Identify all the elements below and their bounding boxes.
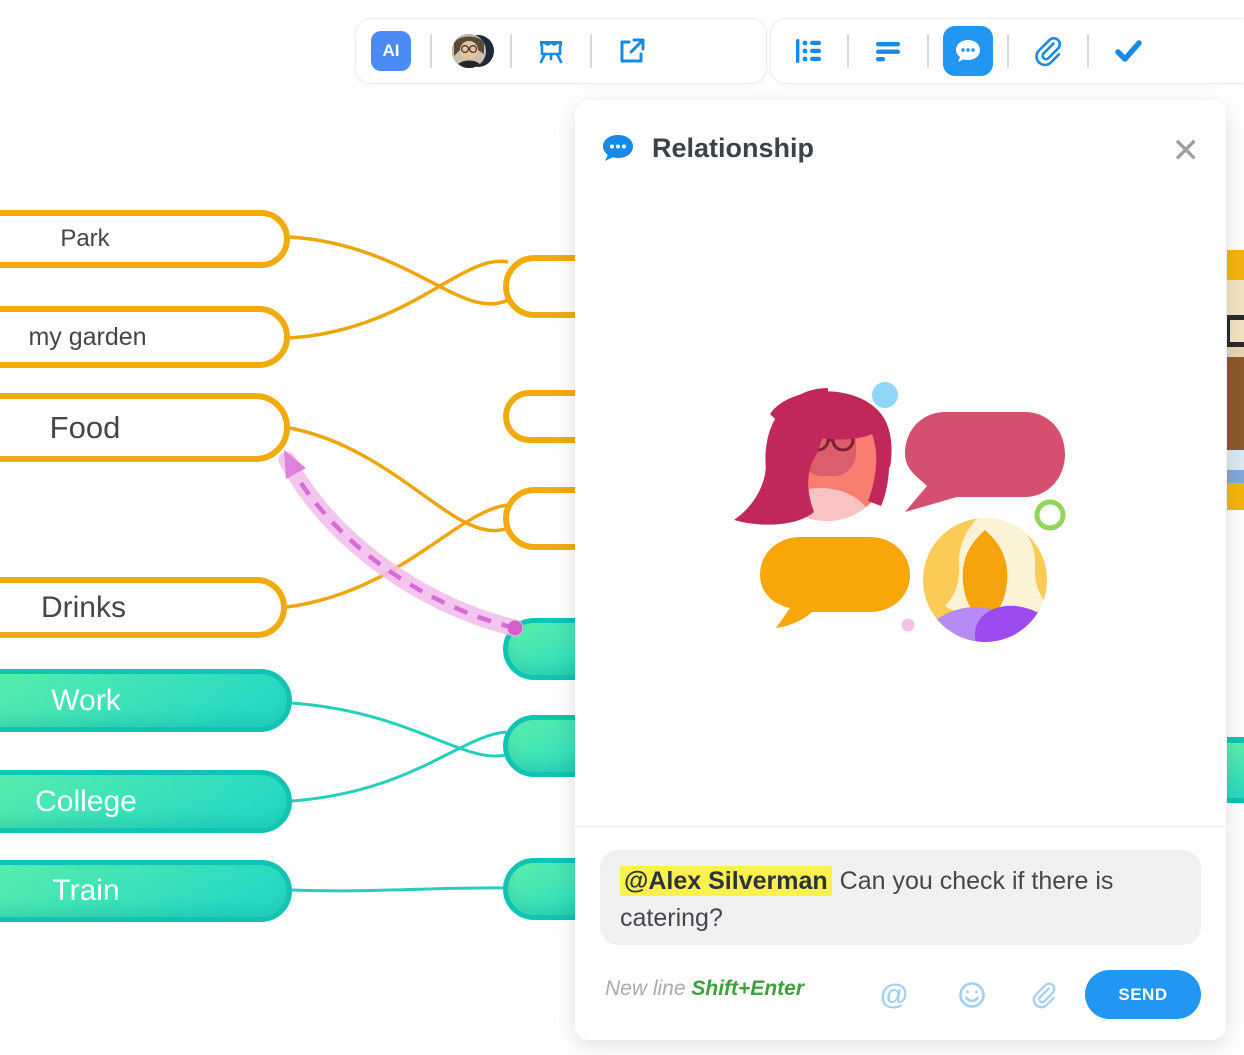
toolbar-divider — [1007, 34, 1009, 68]
map-node-college[interactable]: College — [0, 770, 292, 833]
node-image-fragment — [1227, 357, 1244, 450]
curve-train — [291, 886, 507, 893]
comments-button[interactable] — [943, 26, 993, 76]
user-avatar[interactable] — [446, 26, 496, 76]
curve-work — [291, 701, 507, 758]
node-label: College — [35, 784, 137, 818]
attachment-icon — [1035, 37, 1061, 67]
map-node-edge-image[interactable] — [1227, 250, 1244, 510]
align-left-icon — [876, 42, 900, 62]
toolbar-main: AI — [355, 18, 767, 84]
tasks-button[interactable] — [1103, 26, 1153, 76]
relationship-arrowhead — [284, 450, 306, 479]
attach-file-icon[interactable] — [1027, 978, 1061, 1012]
map-node-work[interactable]: Work — [0, 669, 292, 732]
hint-prefix: New line — [605, 977, 686, 1000]
comment-text: Can you check if there is catering? — [620, 867, 1114, 932]
toolbar-divider — [847, 34, 849, 68]
toolbar-view — [770, 18, 1244, 84]
node-label: Food — [49, 409, 121, 445]
attachments-button[interactable] — [1023, 26, 1073, 76]
node-label: Train — [52, 874, 120, 907]
conversation-illustration — [734, 382, 1066, 642]
panel-divider — [575, 826, 1226, 827]
share-icon — [620, 38, 645, 63]
node-label: Park — [60, 225, 110, 252]
map-node-my-garden[interactable]: my garden — [0, 306, 290, 368]
toolbar-divider — [927, 34, 929, 68]
curve-college — [291, 730, 507, 803]
node-label: my garden — [28, 322, 147, 351]
curve-drinks — [286, 503, 509, 609]
presentation-mode-button[interactable] — [526, 26, 576, 76]
toolbar-divider — [1087, 34, 1089, 68]
node-image-fragment — [1227, 470, 1244, 483]
ai-assistant-button[interactable]: AI — [366, 26, 416, 76]
presentation-icon — [539, 41, 563, 64]
share-button[interactable] — [606, 26, 656, 76]
emoji-icon[interactable] — [955, 978, 989, 1012]
hint-shortcut: Shift+Enter — [691, 977, 804, 1000]
send-button[interactable]: SEND — [1085, 970, 1201, 1019]
relationship-band — [278, 451, 524, 637]
notes-button[interactable] — [863, 26, 913, 76]
close-icon[interactable]: ✕ — [1171, 132, 1201, 170]
outline-icon — [796, 39, 821, 63]
chat-bubble-icon — [956, 40, 980, 62]
relationship-comments-panel: Relationship ✕ — [575, 100, 1226, 1040]
avatar-icon — [452, 34, 494, 68]
curve-food — [289, 426, 509, 533]
relationship-dashed-line — [285, 458, 516, 631]
curve-park — [289, 235, 509, 306]
map-node-drinks[interactable]: Drinks — [0, 577, 287, 638]
speech-bubble-pink — [905, 412, 1065, 512]
chat-bubble-icon — [603, 135, 633, 161]
node-image-fragment — [1227, 280, 1244, 315]
ai-icon: AI — [371, 31, 411, 71]
map-node-train[interactable]: Train — [0, 860, 292, 922]
check-icon — [1115, 40, 1142, 62]
node-image-fragment — [1227, 450, 1244, 470]
map-node-food[interactable]: Food — [0, 393, 290, 462]
newline-hint: New line Shift+Enter — [605, 977, 804, 1001]
toolbar-divider — [510, 34, 512, 68]
node-image-fragment — [1227, 347, 1244, 357]
map-node-park[interactable]: Park — [0, 210, 290, 268]
toolbar-divider — [590, 34, 592, 68]
curve-my-garden — [289, 259, 509, 340]
map-node-edge-teal[interactable] — [1227, 737, 1244, 803]
mention-chip[interactable]: @Alex Silverman — [620, 866, 832, 896]
outline-button[interactable] — [783, 26, 833, 76]
mention-at-icon[interactable]: @ — [879, 978, 909, 1011]
toolbar-divider — [430, 34, 432, 68]
node-label: Drinks — [40, 590, 126, 624]
speech-bubble-orange — [760, 537, 910, 628]
panel-title: Relationship — [652, 133, 815, 163]
node-label: Work — [51, 683, 121, 717]
node-image-fragment — [1227, 315, 1244, 347]
